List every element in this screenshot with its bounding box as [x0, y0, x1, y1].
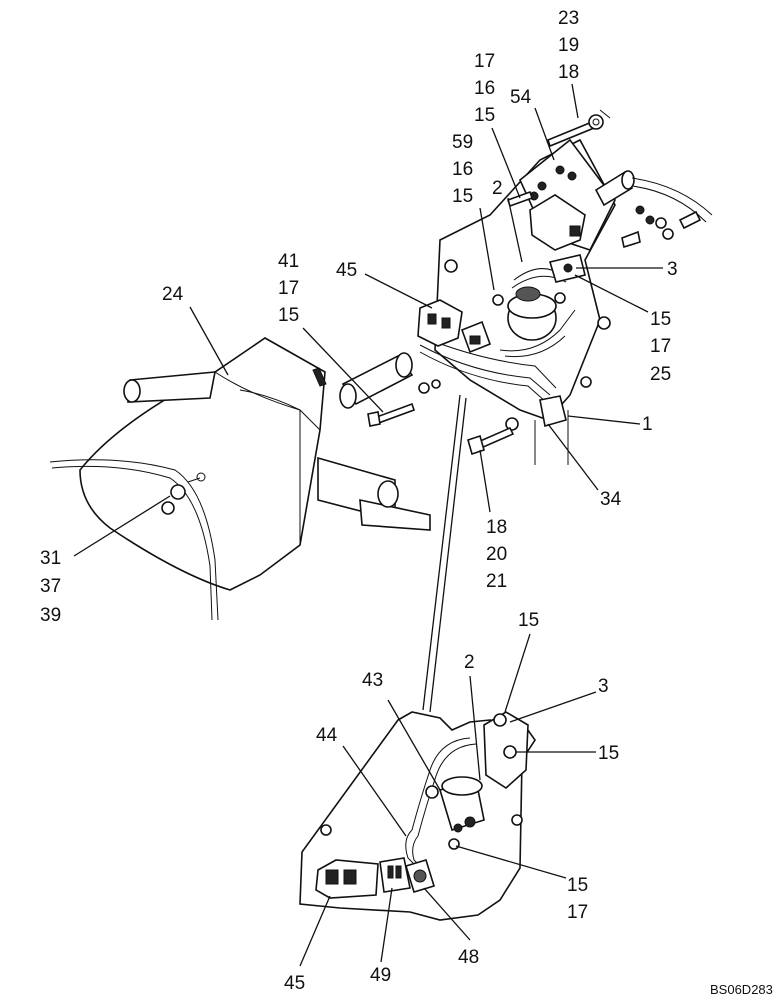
leader-lines	[73, 83, 663, 967]
callout-16: 16	[474, 78, 495, 99]
callout-39: 39	[40, 605, 61, 626]
bolt-part	[467, 426, 515, 456]
callout-43: 43	[362, 670, 383, 691]
callout-15: 15	[650, 309, 671, 330]
harness-cable	[422, 394, 461, 711]
callout-15: 15	[567, 875, 588, 896]
callout-3: 3	[667, 259, 678, 280]
callout-24: 24	[162, 284, 184, 305]
cylinder-part	[339, 352, 441, 427]
callout-45: 45	[336, 260, 357, 281]
callout-16: 16	[452, 159, 473, 180]
callout-23: 23	[558, 8, 579, 29]
callout-49: 49	[370, 965, 391, 986]
callout-17: 17	[650, 336, 671, 357]
harness-cable-2	[429, 397, 467, 713]
upper-control-assembly	[417, 109, 713, 465]
callout-15: 15	[518, 610, 539, 631]
callout-31: 31	[40, 548, 61, 569]
callout-54: 54	[510, 87, 532, 108]
callout-44: 44	[316, 725, 338, 746]
callout-45: 45	[284, 973, 305, 994]
callout-21: 21	[486, 571, 507, 592]
callout-3: 3	[598, 676, 609, 697]
callout-25: 25	[650, 364, 671, 385]
callout-15: 15	[598, 743, 619, 764]
callout-20: 20	[486, 544, 507, 565]
callout-19: 19	[558, 35, 579, 56]
callout-37: 37	[40, 576, 61, 597]
callout-labels: 23 19 18 17 16 54 15 59 16 15 2 41 17 15…	[40, 8, 678, 994]
callout-17: 17	[474, 51, 495, 72]
callout-17: 17	[567, 902, 588, 923]
callout-2: 2	[492, 178, 503, 199]
lower-control-panel	[299, 711, 536, 921]
callout-41: 41	[278, 251, 299, 272]
callout-1: 1	[642, 414, 653, 435]
callout-15: 15	[474, 105, 495, 126]
callout-18: 18	[486, 517, 507, 538]
drawing-code: BS06D283	[710, 982, 773, 997]
callout-2: 2	[464, 652, 475, 673]
callout-18: 18	[558, 62, 579, 83]
callout-59: 59	[452, 132, 473, 153]
seat-cushion-part	[49, 337, 431, 621]
callout-15: 15	[278, 305, 299, 326]
callout-17: 17	[278, 278, 299, 299]
callout-34: 34	[600, 489, 622, 510]
callout-48: 48	[458, 947, 479, 968]
callout-15: 15	[452, 186, 473, 207]
